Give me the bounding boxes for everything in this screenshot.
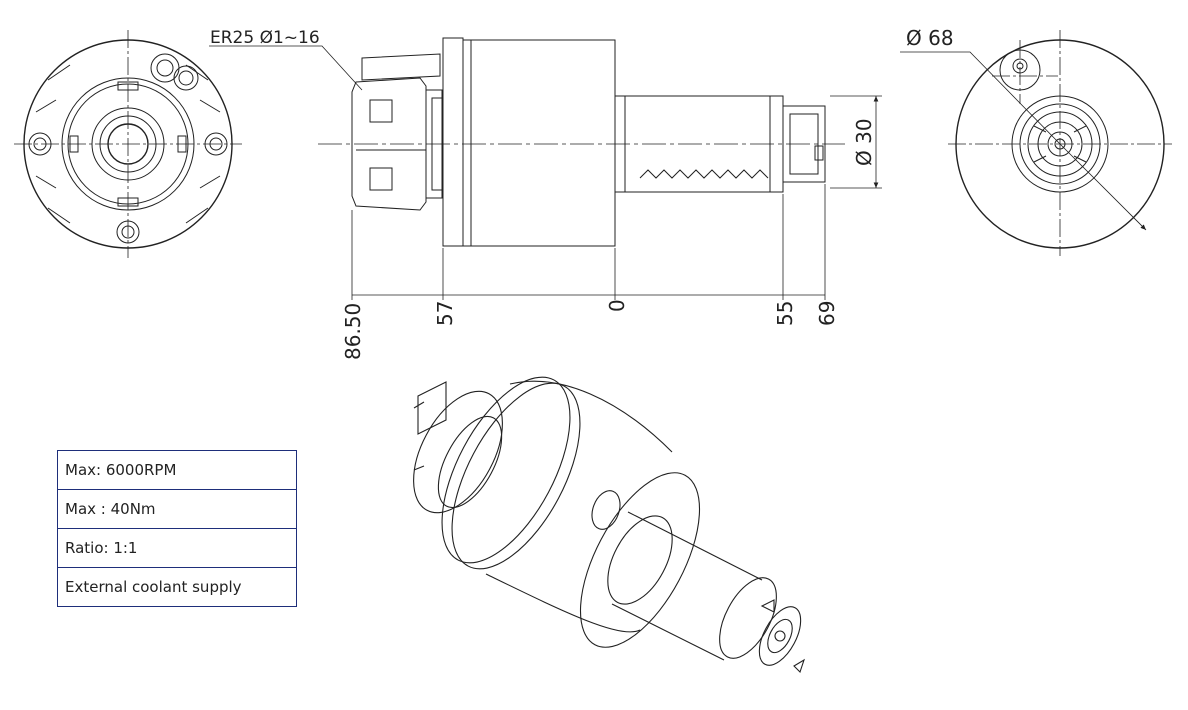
- spec-max-speed: Max: 6000RPM: [57, 450, 297, 490]
- side-view: [318, 37, 845, 247]
- shank-diameter-label: Ø 30: [852, 118, 876, 166]
- spec-coolant: External coolant supply: [57, 567, 297, 607]
- spec-max-torque: Max : 40Nm: [57, 489, 297, 529]
- front-view: [14, 30, 242, 258]
- rear-view: [948, 30, 1172, 256]
- dim-label: 55: [773, 301, 797, 326]
- dim-label: 0: [605, 299, 629, 312]
- dim-label: 57: [433, 301, 457, 326]
- dimension-labels: ER25 Ø1~16 Ø 68 Ø 30 86.50 57 0 55 69: [210, 26, 954, 360]
- spec-ratio: Ratio: 1:1: [57, 528, 297, 568]
- isometric-view: [413, 376, 805, 674]
- collet-label: ER25 Ø1~16: [210, 28, 320, 48]
- dimension-lines: [209, 45, 1147, 300]
- dim-label: 86.50: [341, 303, 365, 360]
- spec-table: Max: 6000RPM Max : 40Nm Ratio: 1:1 Exter…: [57, 450, 297, 607]
- outer-diameter-label: Ø 68: [906, 26, 954, 50]
- dim-label: 69: [815, 301, 839, 326]
